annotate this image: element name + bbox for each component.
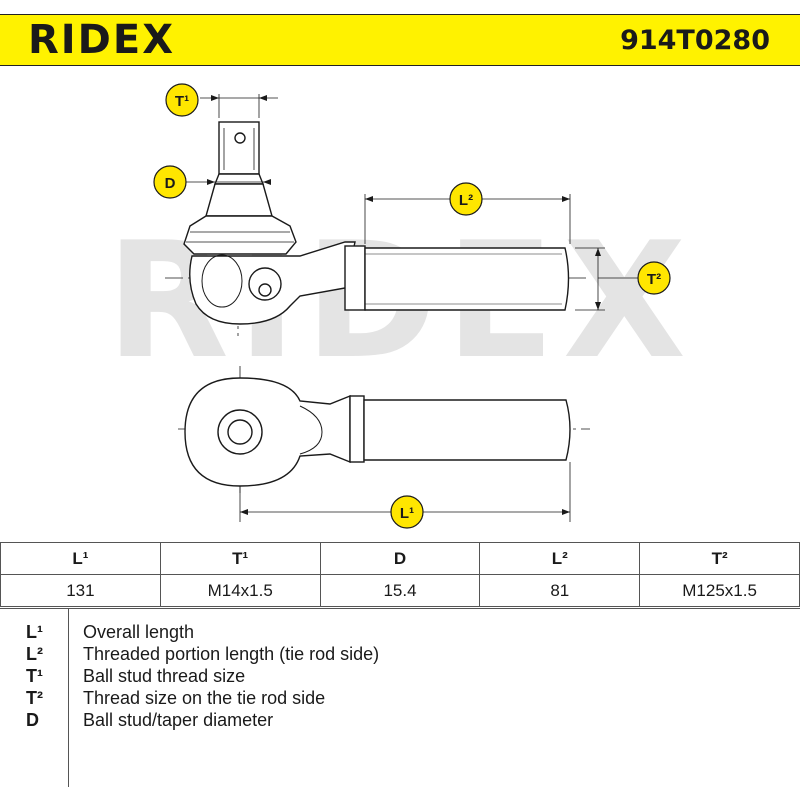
legend-item: L² Threaded portion length (tie rod side… bbox=[0, 643, 800, 665]
legend-key: T¹ bbox=[26, 666, 43, 686]
spec-header-row: L¹ T¹ D L² T² bbox=[0, 542, 800, 575]
callout-l1: L¹ bbox=[390, 495, 424, 529]
spec-header-cell: L¹ bbox=[0, 542, 161, 575]
callout-l2: L² bbox=[449, 182, 483, 216]
legend-description: Overall length bbox=[83, 622, 195, 642]
callout-t2: T² bbox=[637, 261, 671, 295]
legend-item: D Ball stud/taper diameter bbox=[0, 709, 800, 731]
legend-item: T² Thread size on the tie rod side bbox=[0, 687, 800, 709]
legend-description: Thread size on the tie rod side bbox=[83, 688, 326, 708]
callout-l1-label: L¹ bbox=[400, 505, 414, 522]
callout-l2-label: L² bbox=[459, 192, 473, 209]
callout-t1: T¹ bbox=[165, 83, 199, 117]
legend-description: Threaded portion length (tie rod side) bbox=[83, 644, 380, 664]
spec-header-cell: D bbox=[319, 542, 481, 575]
legend-item: L¹ Overall length bbox=[0, 621, 800, 643]
legend: L¹ Overall length L² Threaded portion le… bbox=[0, 608, 800, 801]
callout-d-label: D bbox=[165, 175, 176, 192]
spec-header-cell: T² bbox=[639, 542, 800, 575]
header-bar: RIDEX 914T0280 bbox=[0, 14, 800, 66]
legend-key: T² bbox=[26, 688, 43, 708]
legend-description: Ball stud thread size bbox=[83, 666, 246, 686]
spec-value-cell: 81 bbox=[479, 574, 641, 607]
callout-t2-label: T² bbox=[647, 271, 661, 288]
legend-key: L² bbox=[26, 644, 43, 664]
brand-logo: RIDEX bbox=[28, 17, 176, 63]
spec-value-cell: 131 bbox=[0, 574, 161, 607]
spec-header-cell: L² bbox=[479, 542, 641, 575]
callout-d: D bbox=[153, 165, 187, 199]
technical-drawing: RIDEX bbox=[0, 66, 800, 542]
spec-value-cell: 15.4 bbox=[319, 574, 481, 607]
callout-t1-label: T¹ bbox=[175, 93, 189, 110]
legend-key: D bbox=[26, 710, 39, 730]
spec-value-cell: M125x1.5 bbox=[639, 574, 800, 607]
legend-description: Ball stud/taper diameter bbox=[83, 710, 274, 730]
spec-value-cell: M14x1.5 bbox=[159, 574, 321, 607]
spec-value-row: 131 M14x1.5 15.4 81 M125x1.5 bbox=[0, 574, 800, 607]
legend-key: L¹ bbox=[26, 622, 43, 642]
legend-divider bbox=[68, 609, 69, 787]
part-number: 914T0280 bbox=[620, 25, 770, 56]
legend-item: T¹ Ball stud thread size bbox=[0, 665, 800, 687]
spec-table: L¹ T¹ D L² T² 131 M14x1.5 15.4 81 M125x1… bbox=[0, 542, 800, 607]
spec-header-cell: T¹ bbox=[159, 542, 321, 575]
